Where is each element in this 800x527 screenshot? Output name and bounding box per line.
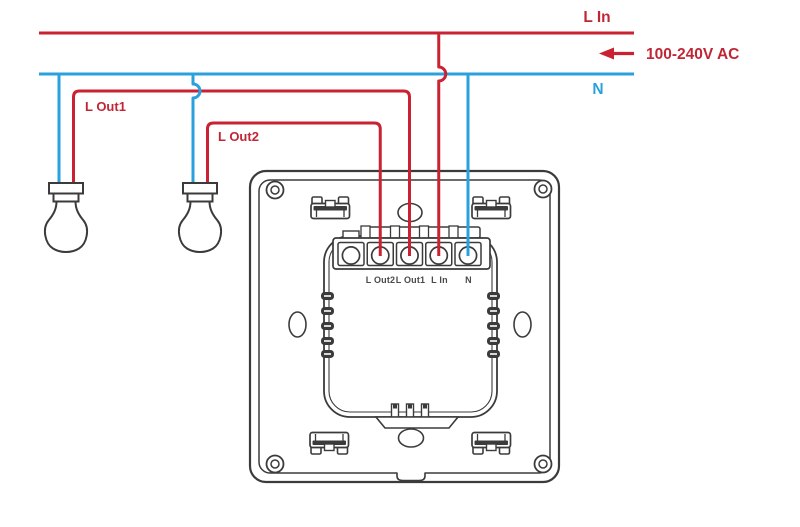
terminal-screw-unused <box>341 246 361 265</box>
terminal-block <box>332 225 491 270</box>
module-fin <box>320 321 335 331</box>
corner-screw-top-right <box>533 179 553 199</box>
notch-mask <box>397 471 425 475</box>
corner-screw-bottom-right <box>533 454 553 474</box>
l-out2-wire <box>206 121 382 256</box>
mounting-clip-bottom-left <box>309 431 350 455</box>
neutral-drop-to-bulb2 <box>191 74 202 187</box>
terminal-label-lin: L In <box>431 275 448 285</box>
labels: L In 100-240V AC N L Out1 L Out2 L Out2 … <box>85 9 739 285</box>
label-neutral: N <box>592 81 603 98</box>
l-out1-wire <box>72 89 411 256</box>
switch-plate <box>248 169 561 484</box>
light-bulb-1 <box>43 182 89 254</box>
module-fin <box>320 349 335 359</box>
mounting-clip-bottom-right <box>471 431 512 455</box>
terminal-label-lout1: L Out1 <box>396 275 426 285</box>
switch-module <box>320 235 501 429</box>
terminal-label-n: N <box>465 275 472 285</box>
label-voltage: 100-240V AC <box>646 46 739 63</box>
terminal-label-lout2: L Out2 <box>366 275 396 285</box>
plate-hole-bottom <box>397 428 425 448</box>
wires <box>39 31 634 256</box>
module-fin <box>320 291 335 301</box>
mounting-clip-top-right <box>471 196 512 220</box>
live-in-drop-wire <box>437 33 448 256</box>
label-l-out2: L Out2 <box>218 129 259 144</box>
module-pin <box>405 403 415 418</box>
corner-screw-top-left <box>265 180 285 200</box>
module-fin <box>486 321 501 331</box>
module-fin <box>486 306 501 316</box>
light-bulb-2 <box>177 182 223 254</box>
module-pin <box>420 403 430 418</box>
module-fin <box>486 291 501 301</box>
module-fin <box>486 336 501 346</box>
module-bottom-tab <box>374 416 460 429</box>
plate-bottom-notch <box>396 472 426 482</box>
label-l-out1: L Out1 <box>85 99 126 114</box>
plate-hole-left <box>288 311 307 338</box>
module-fin <box>320 336 335 346</box>
label-l-in: L In <box>583 9 610 26</box>
module-fin <box>486 349 501 359</box>
module-fin <box>320 306 335 316</box>
mounting-clip-top-left <box>310 196 351 220</box>
plate-hole-right <box>513 311 532 338</box>
arrow-head-icon <box>599 47 614 60</box>
corner-screw-bottom-left <box>265 454 285 474</box>
voltage-arrow <box>599 47 634 60</box>
module-pin <box>390 403 400 418</box>
